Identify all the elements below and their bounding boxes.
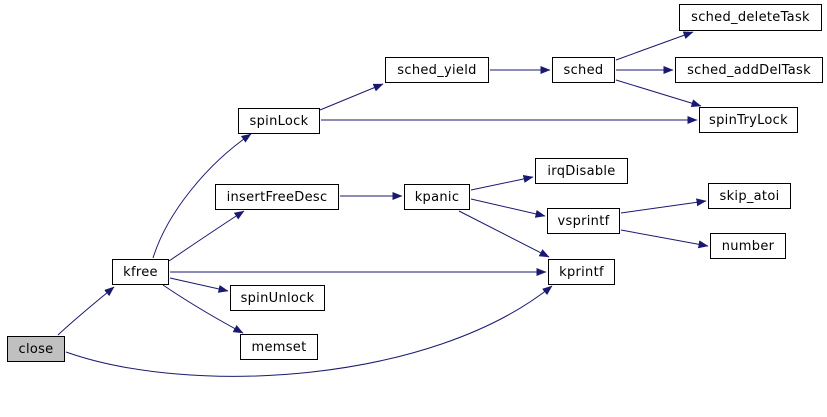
node-label: skip_atoi <box>719 188 780 204</box>
node-label: sched <box>563 62 604 78</box>
node-sched[interactable]: sched <box>552 57 615 83</box>
node-spinUnlock[interactable]: spinUnlock <box>230 285 325 311</box>
edge-kfree-to-spinLock <box>152 133 252 259</box>
node-sched_yield[interactable]: sched_yield <box>385 57 489 83</box>
node-irqDisable[interactable]: irqDisable <box>535 158 628 184</box>
node-label: irqDisable <box>547 163 616 179</box>
node-kprintf[interactable]: kprintf <box>548 259 615 285</box>
node-label: sched_deleteTask <box>691 10 810 25</box>
node-label: kfree <box>123 264 158 280</box>
node-number[interactable]: number <box>710 233 786 259</box>
node-label: spinUnlock <box>240 290 315 306</box>
edge-sched-to-spinTryLock <box>615 79 702 108</box>
node-kpanic[interactable]: kpanic <box>404 184 470 210</box>
node-kfree[interactable]: kfree <box>112 259 169 285</box>
edge-kfree-to-spinUnlock <box>169 277 229 293</box>
node-sched_addDelTask[interactable]: sched_addDelTask <box>675 57 823 83</box>
node-label: kprintf <box>559 264 604 280</box>
node-label: memset <box>251 339 307 355</box>
node-label: close <box>18 341 54 357</box>
edge-sched-to-sched_deleteTask <box>615 31 694 61</box>
node-label: insertFreeDesc <box>226 189 328 205</box>
node-label: sched_addDelTask <box>687 62 811 78</box>
node-label: sched_yield <box>397 62 477 78</box>
edge-close-to-kprintf <box>65 285 553 377</box>
node-insertFreeDesc[interactable]: insertFreeDesc <box>215 184 339 210</box>
edge-kpanic-to-kprintf <box>458 210 550 258</box>
node-close: close <box>7 336 65 362</box>
edge-vsprintf-to-skip_atoi <box>620 198 707 214</box>
edge-close-to-kfree <box>57 286 115 336</box>
edge-kpanic-to-irqDisable <box>470 175 534 191</box>
node-vsprintf[interactable]: vsprintf <box>547 208 620 234</box>
node-label: number <box>721 238 775 254</box>
edge-kpanic-to-vsprintf <box>470 198 546 218</box>
node-label: kpanic <box>414 189 460 205</box>
node-spinLock[interactable]: spinLock <box>238 108 320 134</box>
node-memset[interactable]: memset <box>240 334 318 360</box>
edge-vsprintf-to-number <box>620 229 709 249</box>
node-label: vsprintf <box>557 213 610 229</box>
node-sched_deleteTask[interactable]: sched_deleteTask <box>679 4 822 31</box>
node-label: spinTryLock <box>709 112 788 128</box>
node-label: spinLock <box>249 113 309 129</box>
node-skip_atoi[interactable]: skip_atoi <box>708 183 791 209</box>
edge-spinLock-to-sched_yield <box>319 83 384 111</box>
edge-kfree-to-memset <box>162 284 244 334</box>
node-spinTryLock[interactable]: spinTryLock <box>699 107 798 133</box>
edge-kfree-to-insertFreeDesc <box>168 210 245 262</box>
